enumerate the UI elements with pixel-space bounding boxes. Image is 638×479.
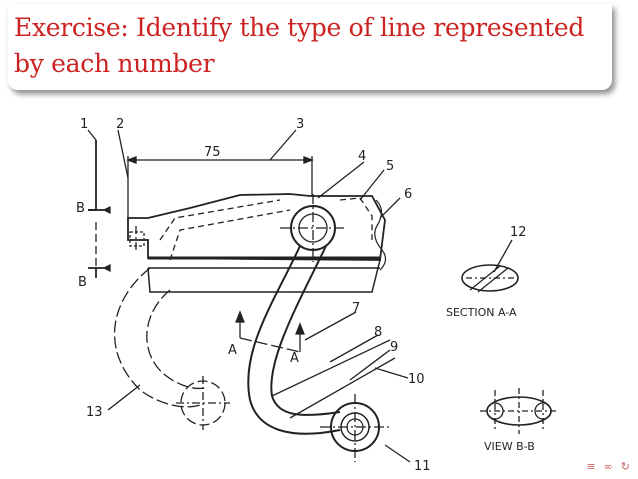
label-b-top: B <box>76 201 85 216</box>
label-1: 1 <box>80 117 88 132</box>
label-6: 6 <box>404 187 412 202</box>
slide-title: Exercise: Identify the type of line repr… <box>14 13 585 78</box>
label-12: 12 <box>510 225 527 240</box>
label-2: 2 <box>116 117 124 132</box>
label-b-bottom: B <box>78 275 87 290</box>
label-3: 3 <box>296 117 304 132</box>
beamer-navigation: ≡ ∞ ↻ <box>586 460 630 473</box>
nav-arrow-icon[interactable]: ≡ <box>586 460 596 473</box>
label-11: 11 <box>414 459 431 474</box>
loop-icon[interactable]: ↻ <box>620 460 630 473</box>
label-a-left: A <box>228 343 237 358</box>
label-5: 5 <box>386 159 394 174</box>
title-frame <box>8 4 612 90</box>
label-a-right: A <box>290 351 299 366</box>
label-13: 13 <box>86 405 103 420</box>
technical-drawing: 1 2 3 4 5 6 7 8 9 10 11 12 13 75 B B A A… <box>76 117 558 474</box>
label-9: 9 <box>390 340 398 355</box>
label-4: 4 <box>358 149 366 164</box>
label-7: 7 <box>352 301 360 316</box>
label-10: 10 <box>408 372 425 387</box>
caption-view-bb: VIEW B-B <box>484 440 535 453</box>
caption-section-aa: SECTION A-A <box>446 306 517 319</box>
label-8: 8 <box>374 325 382 340</box>
align-icon[interactable]: ∞ <box>603 460 613 473</box>
dimension-75: 75 <box>204 145 221 160</box>
